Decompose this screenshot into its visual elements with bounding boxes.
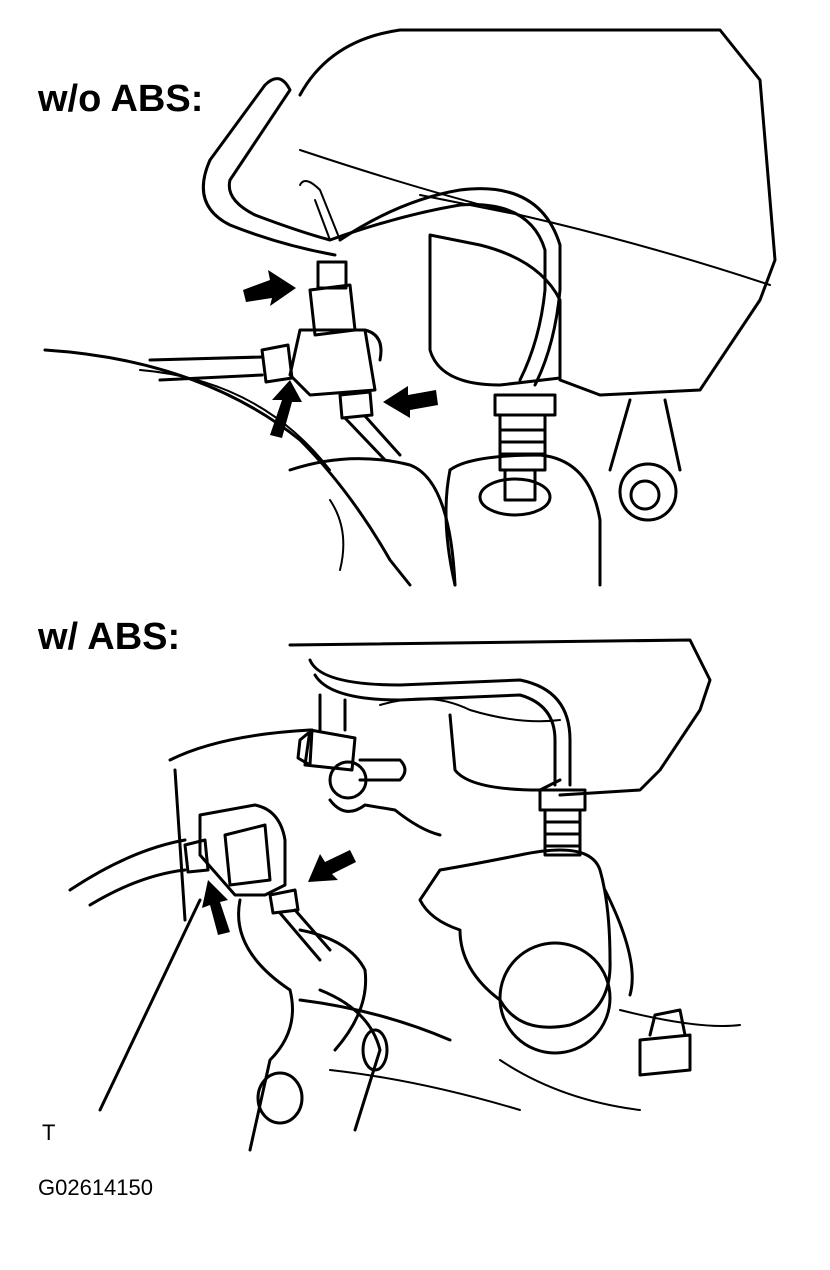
inner-panel bbox=[288, 457, 457, 587]
arrow-icon bbox=[202, 880, 230, 935]
reservoir-inner-line bbox=[299, 149, 771, 286]
arrow-icon bbox=[308, 850, 356, 882]
right-pipe-fitting bbox=[493, 393, 557, 472]
tee-joint bbox=[288, 328, 377, 397]
reservoir-outline bbox=[288, 638, 712, 797]
t-mark: T bbox=[42, 1120, 56, 1145]
right-stub bbox=[608, 398, 682, 472]
right-bolt bbox=[618, 462, 678, 522]
arrow-icon bbox=[383, 386, 438, 418]
lower-brake-line bbox=[278, 908, 332, 962]
union-bolt bbox=[328, 760, 368, 800]
reservoir-lower-box bbox=[448, 713, 562, 792]
cylinder-body bbox=[418, 848, 612, 1029]
brake-pipe-loop-inner bbox=[338, 187, 562, 387]
lower-brake-line bbox=[343, 414, 402, 462]
diagram-without-abs bbox=[43, 28, 777, 587]
upper-union bbox=[303, 728, 357, 772]
panel-label-with-abs: w/ ABS: bbox=[38, 616, 181, 658]
right-pipe-fitting bbox=[538, 788, 587, 857]
diagram-with-abs bbox=[68, 638, 741, 1152]
reservoir-lower-box bbox=[428, 233, 562, 387]
sensor-block bbox=[198, 803, 287, 897]
brake-pipe bbox=[308, 658, 572, 787]
left-brake-line bbox=[148, 355, 264, 382]
bottom-pipe bbox=[318, 988, 382, 1132]
figure-code: G02614150 bbox=[38, 1175, 153, 1200]
cylinder-end bbox=[498, 941, 612, 1055]
left-curves bbox=[68, 838, 187, 907]
arrow-icon bbox=[243, 270, 296, 306]
arrow-icon bbox=[270, 380, 302, 438]
vertical-panel bbox=[173, 768, 187, 922]
brake-pipe-loop bbox=[201, 77, 547, 382]
cylinder-boss bbox=[448, 453, 602, 587]
panel-label-without-abs: w/o ABS: bbox=[38, 78, 204, 120]
body-panel bbox=[43, 348, 412, 587]
reservoir-outline bbox=[298, 28, 777, 397]
bottom-bolt bbox=[256, 1071, 304, 1125]
hose bbox=[98, 898, 294, 1152]
inner-panel bbox=[168, 728, 312, 762]
